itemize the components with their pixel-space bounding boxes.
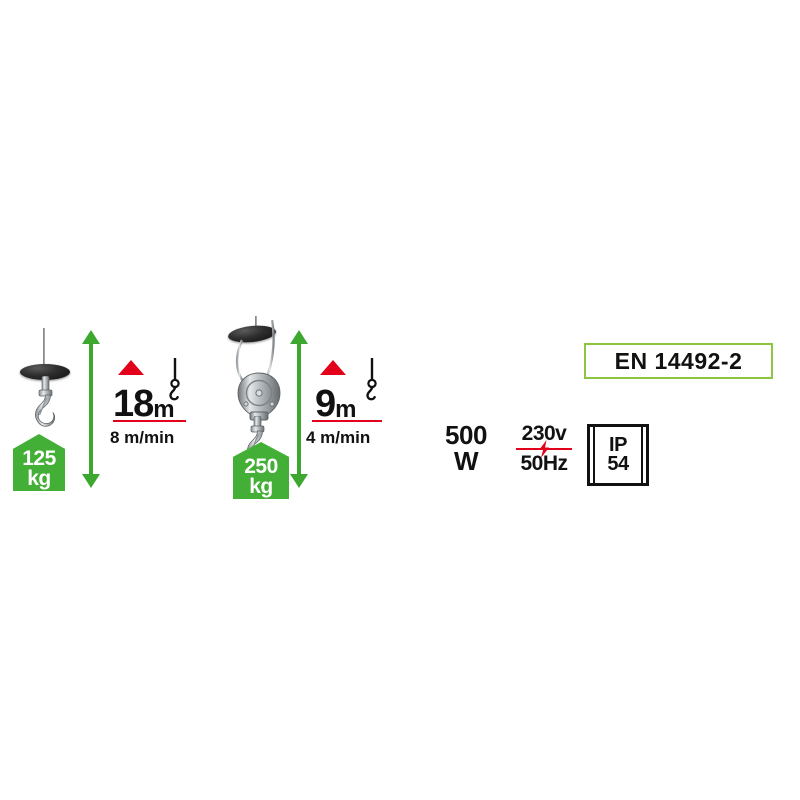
standard-label: EN 14492-2 (614, 347, 743, 374)
ip-rating-inner-frame: IP 54 (593, 425, 643, 485)
lift-range-arrow-2 (286, 330, 312, 488)
capacity-value: 250 (244, 455, 278, 479)
arrow-head-down (82, 474, 100, 488)
red-underline-1 (113, 420, 186, 422)
arrow-head-up (290, 330, 308, 344)
lift-spec-block-2: 9 m 4 m/min (306, 358, 392, 450)
arrow-shaft (297, 342, 301, 476)
lift-spec-block-1: 18 m 8 m/min (110, 358, 193, 450)
electrical-rating: 230v 50Hz (516, 423, 572, 474)
hook-assembly-icon (35, 376, 56, 427)
hoist-single-line-illustration (18, 328, 80, 498)
lift-height-row-2: 9 m (315, 376, 356, 425)
arrow-head-up (82, 330, 100, 344)
power-value: 500 (445, 420, 487, 450)
lift-height-unit: m (335, 395, 356, 423)
lightning-bolt-icon (539, 440, 549, 458)
lift-height-row-1: 18 m (113, 376, 175, 425)
pulley-block-icon (237, 372, 281, 421)
red-up-triangle-icon-1 (118, 360, 144, 375)
ip-rating-value: 54 (607, 453, 629, 475)
lift-speed-1: 8 m/min (110, 428, 175, 447)
voltage-separator (516, 440, 572, 458)
hoist-pulley-block-illustration (227, 316, 298, 498)
standard-badge: EN 14492-2 (584, 343, 773, 379)
lift-height-value: 18 (113, 382, 154, 425)
capacity-unit: kg (249, 474, 273, 498)
ip-prefix: IP (609, 434, 627, 456)
suspension-cable (43, 328, 45, 368)
power-rating: 500 W (436, 422, 496, 474)
hook-icon-2 (366, 358, 377, 401)
capacity-value: 125 (22, 447, 56, 471)
hook-icon-1 (169, 358, 180, 401)
red-up-triangle-icon-2 (320, 360, 346, 375)
arrow-shaft (89, 342, 93, 476)
capacity-unit: kg (27, 466, 51, 490)
red-underline-2 (312, 420, 382, 422)
arrow-head-down (290, 474, 308, 488)
lift-range-arrow-1 (78, 330, 104, 488)
frequency-value: 50Hz (520, 452, 568, 475)
power-unit: W (453, 446, 479, 476)
voltage-value: 230v (521, 422, 567, 445)
hoist-drum-body (20, 364, 70, 380)
ip-rating-box: IP 54 (587, 424, 649, 486)
suspension-cable-top (255, 316, 257, 330)
lift-speed-2: 4 m/min (306, 428, 371, 447)
lift-height-unit: m (153, 395, 175, 423)
lift-height-value: 9 (315, 382, 336, 425)
